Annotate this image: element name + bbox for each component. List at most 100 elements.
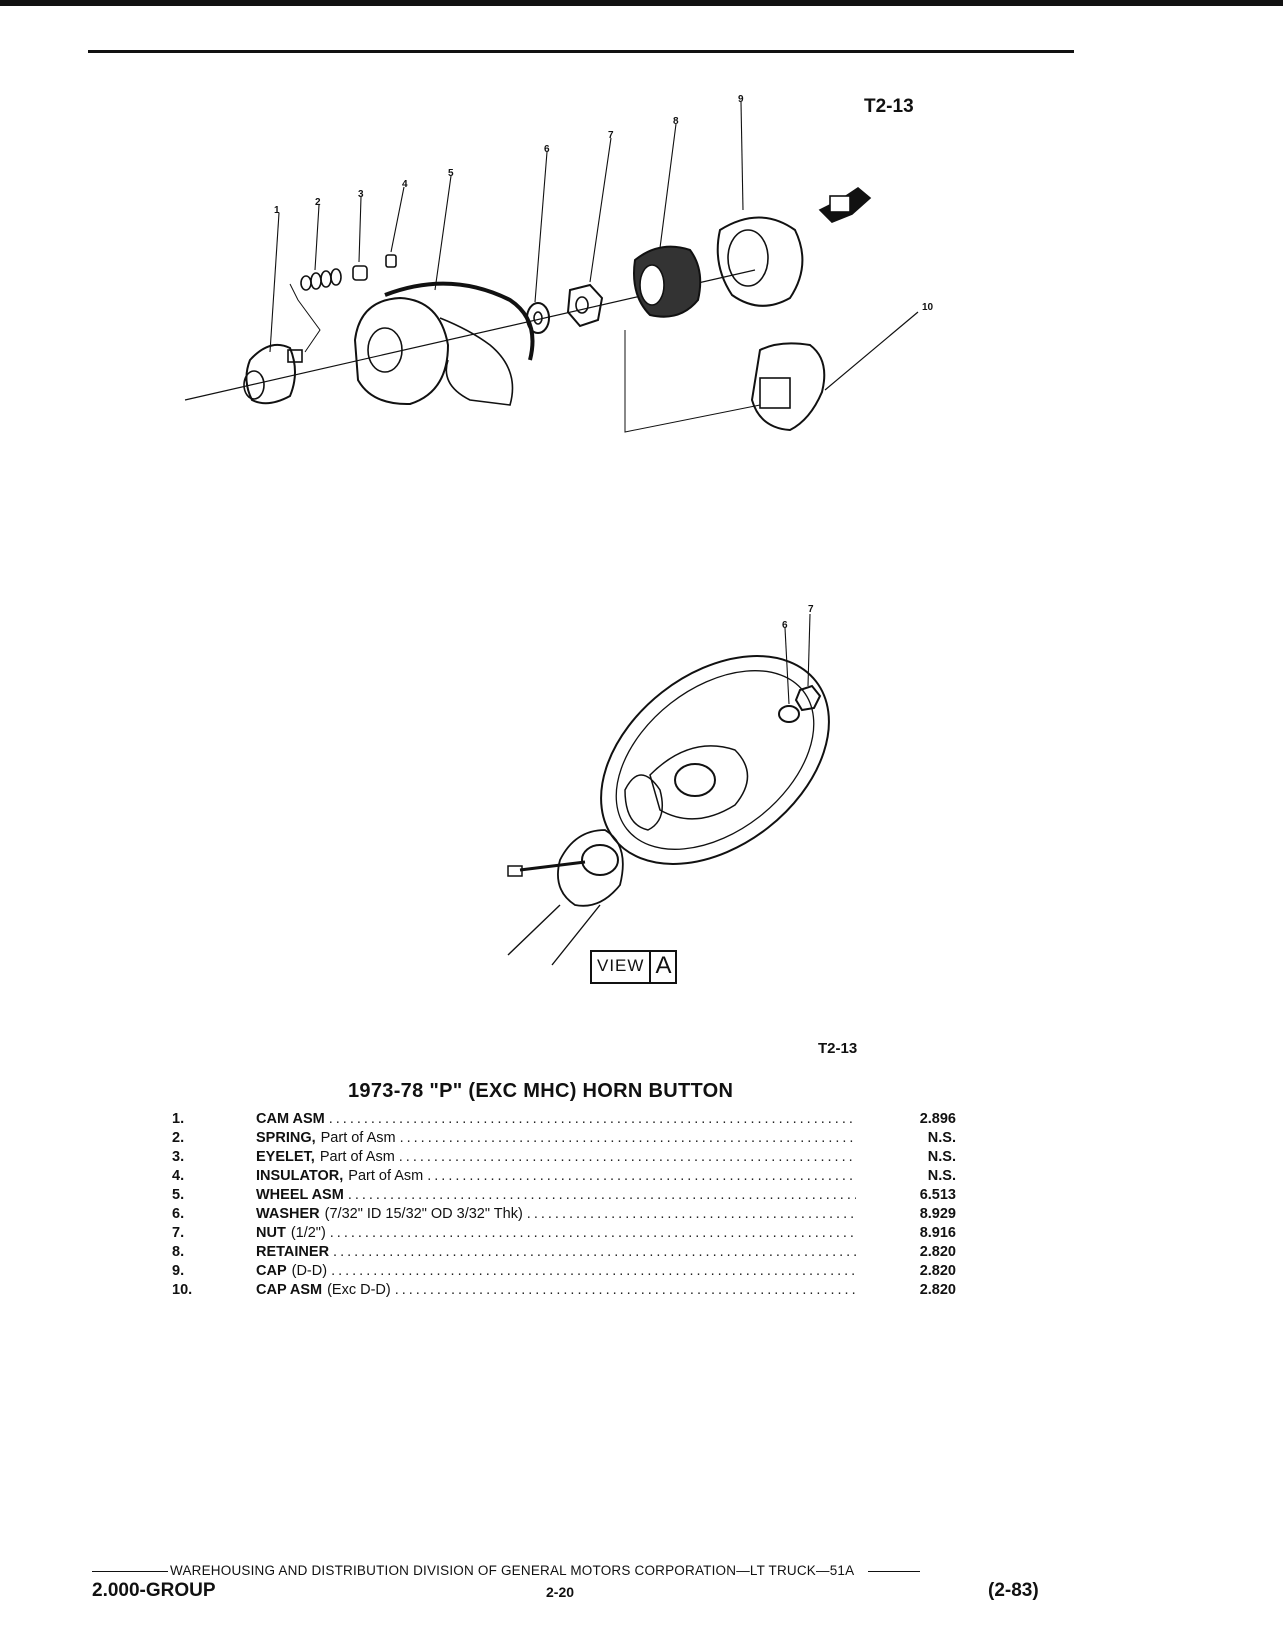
dot-leader xyxy=(391,1281,856,1300)
callout-numbers: 1 2 3 4 5 6 7 8 9 10 xyxy=(274,94,934,313)
part-number: 2. xyxy=(172,1130,185,1146)
dot-leader xyxy=(327,1262,856,1281)
parts-list-title: 1973-78 "P" (EXC MHC) HORN BUTTON xyxy=(348,1080,734,1102)
part-name: WASHER xyxy=(256,1206,320,1222)
part-code: N.S. xyxy=(927,1149,956,1165)
spring-eyelet-insulator-parts xyxy=(289,254,397,353)
part-description: INSULATOR,Part of Asm xyxy=(256,1167,856,1186)
part-note: (7/32" ID 15/32" OD 3/32" Thk) xyxy=(324,1206,523,1222)
part-code: 2.896 xyxy=(919,1111,956,1127)
part-description: NUT(1/2") xyxy=(256,1224,856,1243)
part-description: WHEEL ASM xyxy=(256,1186,856,1205)
part-description: SPRING,Part of Asm xyxy=(256,1129,856,1148)
parts-list-row: 9. CAP(D-D) 2.820 xyxy=(166,1262,956,1281)
part-description: CAM ASM xyxy=(256,1110,856,1129)
part-description: EYELET,Part of Asm xyxy=(256,1148,856,1167)
part-number: 9. xyxy=(172,1263,185,1279)
part-name: CAP ASM xyxy=(256,1282,323,1298)
footer-dash-left xyxy=(92,1570,168,1572)
dot-leader xyxy=(325,1110,856,1129)
group-label: 2.000-GROUP xyxy=(92,1580,216,1601)
callout-3: 3 xyxy=(358,189,364,200)
part-description: CAP(D-D) xyxy=(256,1262,856,1281)
callout-4: 4 xyxy=(402,179,408,190)
parts-list-row: 2. SPRING,Part of Asm N.S. xyxy=(166,1129,956,1148)
top-rule xyxy=(88,50,1074,53)
part-description: WASHER(7/32" ID 15/32" OD 3/32" Thk) xyxy=(256,1205,856,1224)
part-note: (1/2") xyxy=(290,1225,326,1241)
footer-division-text: WAREHOUSING AND DISTRIBUTION DIVISION OF… xyxy=(170,1563,855,1578)
part-name: INSULATOR, xyxy=(256,1168,344,1184)
callout-1: 1 xyxy=(274,205,280,216)
part-code: N.S. xyxy=(927,1168,956,1184)
view-callout-7: 7 xyxy=(808,604,814,615)
dot-leader xyxy=(523,1205,856,1224)
view-label-letter: A xyxy=(655,952,672,979)
part-name: RETAINER xyxy=(256,1244,330,1260)
figure-code-top: T2-13 xyxy=(864,96,914,117)
view-a-steering-wheel-illustration xyxy=(507,613,830,966)
dot-leader xyxy=(329,1243,856,1262)
dot-leader xyxy=(326,1224,856,1243)
dot-leader xyxy=(395,1148,856,1167)
part-description: CAP ASM(Exc D-D) xyxy=(256,1281,856,1300)
part-note: Part of Asm xyxy=(348,1168,424,1184)
part-name: CAM ASM xyxy=(256,1111,325,1127)
part-code: N.S. xyxy=(927,1130,956,1146)
part-number: 10. xyxy=(172,1282,193,1298)
footer-dash-right xyxy=(868,1570,921,1572)
part-description: RETAINER xyxy=(256,1243,856,1262)
part-note: Part of Asm xyxy=(319,1149,395,1165)
part-name: CAP xyxy=(256,1263,287,1279)
callout-2: 2 xyxy=(315,197,321,208)
part-name: SPRING, xyxy=(256,1130,316,1146)
part-number: 5. xyxy=(172,1187,185,1203)
part-name: EYELET, xyxy=(256,1149,315,1165)
parts-list-row: 5. WHEEL ASM 6.513 xyxy=(166,1186,956,1205)
page-number: 2-20 xyxy=(546,1584,575,1600)
part-code: 8.929 xyxy=(919,1206,956,1222)
view-callout-6: 6 xyxy=(782,620,788,631)
parts-list-row: 1. CAM ASM 2.896 xyxy=(166,1110,956,1129)
dot-leader xyxy=(344,1186,856,1205)
part-note: (D-D) xyxy=(291,1263,328,1279)
part-note: Part of Asm xyxy=(320,1130,396,1146)
cap-dd-part xyxy=(716,216,804,307)
parts-list-row: 8. RETAINER 2.820 xyxy=(166,1243,956,1262)
callout-10: 10 xyxy=(922,302,934,313)
part-number: 1. xyxy=(172,1111,185,1127)
part-number: 8. xyxy=(172,1244,185,1260)
cap-asm-part xyxy=(624,311,919,433)
part-code: 2.820 xyxy=(919,1244,956,1260)
parts-list-row: 10. CAP ASM(Exc D-D) 2.820 xyxy=(166,1281,956,1300)
view-a-arrow xyxy=(818,187,872,223)
wheel-asm-part xyxy=(353,281,535,406)
part-number: 4. xyxy=(172,1168,185,1184)
callout-leaders xyxy=(269,101,744,353)
date-code: (2-83) xyxy=(988,1580,1039,1601)
retainer-part xyxy=(633,245,702,318)
callout-6: 6 xyxy=(544,144,550,155)
callout-7: 7 xyxy=(608,130,614,141)
parts-list-row: 3.EYELET,Part of AsmN.S. xyxy=(166,1148,956,1167)
part-code: 8.916 xyxy=(919,1225,956,1241)
callout-9: 9 xyxy=(738,94,744,105)
part-code: 6.513 xyxy=(919,1187,956,1203)
part-name: WHEEL ASM xyxy=(256,1187,344,1203)
figure-code-bottom: T2-13 xyxy=(818,1040,858,1057)
nut-part xyxy=(566,283,604,328)
footer-division-line: WAREHOUSING AND DISTRIBUTION DIVISION OF… xyxy=(92,1563,992,1578)
dot-leader xyxy=(423,1167,856,1186)
parts-list-row: 4. INSULATOR,Part of Asm N.S. xyxy=(166,1167,956,1186)
callout-5: 5 xyxy=(448,168,454,179)
part-number: 7. xyxy=(172,1225,185,1241)
callout-8: 8 xyxy=(673,116,679,127)
view-label-word: VIEW xyxy=(592,952,652,982)
dot-leader xyxy=(396,1129,856,1148)
part-code: 2.820 xyxy=(919,1282,956,1298)
parts-list-row: 7. NUT(1/2") 8.916 xyxy=(166,1224,956,1243)
part-note: (Exc D-D) xyxy=(327,1282,391,1298)
part-code: 2.820 xyxy=(919,1263,956,1279)
